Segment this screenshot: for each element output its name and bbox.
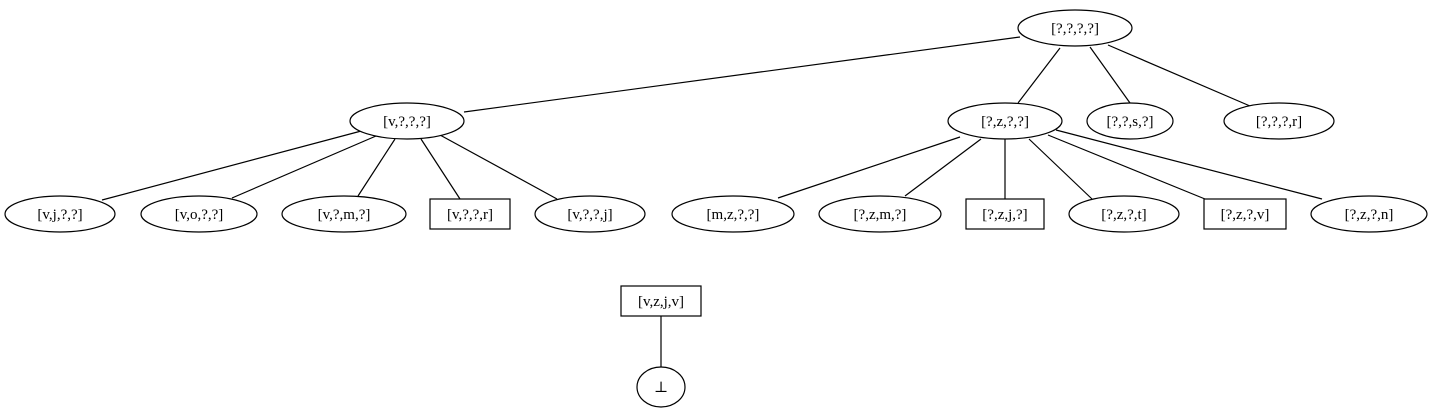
node-vr: [v,?,?,r] (429, 198, 511, 230)
node-zj: [?,z,j,?] (965, 198, 1045, 230)
node-vzjv: [v,z,j,v] (620, 285, 702, 317)
edge-v-vr (420, 138, 461, 200)
node-ellipse (140, 195, 258, 233)
node-ellipse (349, 102, 465, 140)
node-ellipse (1068, 195, 1180, 233)
node-ellipse (1310, 195, 1428, 233)
node-root: [?,?,?,?] (1017, 9, 1133, 47)
edge-root-s (1089, 46, 1131, 104)
edge-z-zm (904, 138, 982, 197)
node-mz: [m,z,?,?] (671, 195, 795, 233)
node-label: [v,?,?,r] (447, 207, 493, 223)
node-ellipse (1017, 9, 1133, 47)
node-label: [?,z,m,?] (854, 207, 907, 223)
edge-root-r (1107, 44, 1251, 107)
node-ellipse (281, 195, 407, 233)
node-ellipse (534, 195, 646, 233)
edges-layer (101, 36, 1323, 367)
edge-root-z (1017, 47, 1061, 104)
node-zn: [?,z,?,n] (1310, 195, 1428, 233)
node-label: [?,z,j,?] (982, 207, 1027, 223)
node-zt: [?,z,?,t] (1068, 195, 1180, 233)
node-vj: [v,j,?,?] (4, 195, 116, 233)
node-label: [?,z,?,n] (1345, 207, 1394, 223)
node-vjj: [v,?,?,j] (534, 195, 646, 233)
edge-z-zt (1028, 138, 1093, 200)
node-label: [?,z,?,t] (1101, 207, 1146, 223)
node-label: [?,z,?,?] (981, 114, 1029, 130)
node-ellipse (4, 195, 116, 233)
node-vo: [v,o,?,?] (140, 195, 258, 233)
edge-v-vm (357, 138, 396, 197)
node-ellipse (1223, 102, 1335, 140)
node-box (429, 198, 511, 230)
node-label: [v,z,j,v] (638, 294, 684, 310)
edge-v-vo (231, 135, 377, 199)
edge-root-v (463, 36, 1021, 113)
node-ellipse (671, 195, 795, 233)
node-zm: [?,z,m,?] (818, 195, 942, 233)
edge-z-zv (1047, 134, 1206, 200)
node-s: [?,?,s,?] (1086, 102, 1174, 140)
node-label: [v,?,?,?] (383, 114, 431, 130)
node-label: [m,z,?,?] (707, 207, 760, 223)
node-box (620, 285, 702, 317)
node-label: [?,z,?,v] (1221, 207, 1270, 223)
node-vm: [v,?,m,?] (281, 195, 407, 233)
node-label: [?,?,?,?] (1051, 21, 1099, 37)
edge-z-mz (777, 136, 961, 199)
node-r: [?,?,?,r] (1223, 102, 1335, 140)
node-label: [v,?,m,?] (318, 207, 371, 223)
node-box (965, 198, 1045, 230)
node-label: [v,o,?,?] (175, 207, 224, 223)
node-box (1203, 198, 1287, 230)
edge-z-zn (1055, 129, 1323, 200)
node-z: [?,z,?,?] (947, 102, 1063, 140)
node-label: [?,?,s,?] (1106, 114, 1153, 130)
node-ellipse (636, 366, 686, 408)
node-label: [v,?,?,j] (567, 207, 612, 223)
node-ellipse (1086, 102, 1174, 140)
edge-v-vjj (439, 134, 558, 200)
node-v: [v,?,?,?] (349, 102, 465, 140)
nodes-layer: [?,?,?,?] [v,?,?,?] [?,z,?,?] [?,?,s,?] [?,?… (4, 9, 1428, 408)
node-label: [?,?,?,r] (1256, 114, 1302, 130)
node-zv: [?,z,?,v] (1203, 198, 1287, 230)
node-bottom: ⊥ (636, 366, 686, 408)
node-label: [v,j,?,?] (37, 207, 82, 223)
node-ellipse (818, 195, 942, 233)
node-ellipse (947, 102, 1063, 140)
node-label: ⊥ (654, 380, 668, 396)
edge-v-vj (101, 129, 366, 201)
